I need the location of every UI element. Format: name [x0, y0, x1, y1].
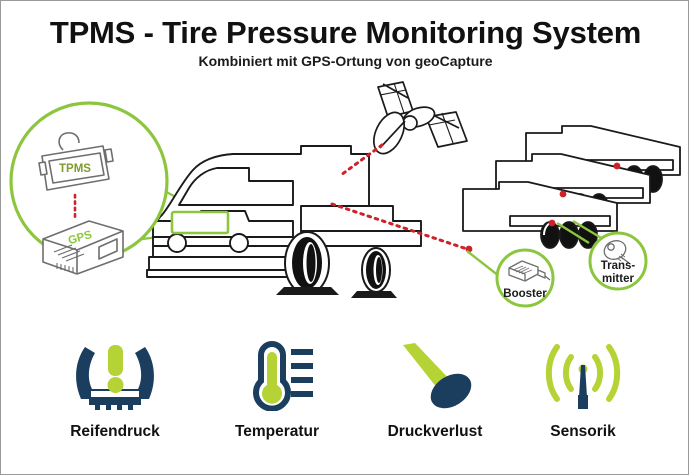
wheel-sensor-dot	[548, 219, 556, 227]
page-subtitle: Kombiniert mit GPS-Ortung von geoCapture	[198, 53, 493, 69]
feature-druckverlust[interactable]: Druckverlust	[349, 336, 521, 466]
callout-transmitter[interactable]: Trans- mitter	[588, 231, 648, 291]
transmitter-label-line1: Trans-	[601, 260, 636, 272]
booster-icon	[508, 260, 551, 282]
scene-svg: TPMS GPS	[9, 81, 681, 308]
scene-illustration: TPMS GPS	[1, 71, 688, 331]
transmitter-label-line2: mitter	[602, 273, 634, 285]
truck-wheels	[276, 231, 397, 298]
callout-booster[interactable]: Booster	[495, 248, 555, 308]
feature-sensorik[interactable]: Sensorik	[497, 336, 669, 466]
gps-box-device	[42, 220, 124, 275]
antenna-icon	[497, 336, 669, 411]
tire-pressure-icon	[29, 336, 201, 411]
tpms-unit-highlight	[170, 210, 230, 235]
feature-label: Temperatur	[234, 423, 320, 440]
feature-label: Reifendruck	[70, 423, 160, 440]
gps-satellite	[372, 81, 468, 155]
wheel-sensor-dots	[465, 162, 621, 253]
feature-icon-row: Reifendruck Temperatur	[1, 336, 688, 466]
tpms-device-label: TPMS	[59, 163, 91, 175]
callout-leaders	[466, 219, 604, 277]
satellite-to-truck-link	[339, 143, 384, 177]
nail-icon	[349, 336, 521, 411]
wheel-sensor-dot	[613, 162, 621, 170]
feature-temperatur[interactable]: Temperatur	[191, 336, 363, 466]
trailer-stack	[462, 125, 681, 249]
truck-to-trailer-link	[330, 202, 469, 251]
tpms-display-device	[38, 132, 114, 191]
transmitter-icon	[603, 240, 630, 264]
thermometer-icon	[191, 336, 363, 411]
page-title: TPMS - Tire Pressure Monitoring System	[49, 15, 642, 50]
booster-label: Booster	[503, 288, 547, 300]
wheel-sensor-dot	[559, 190, 567, 198]
feature-label: Sensorik	[550, 423, 616, 440]
feature-label: Druckverlust	[387, 423, 483, 440]
feature-reifendruck[interactable]: Reifendruck	[29, 336, 201, 466]
